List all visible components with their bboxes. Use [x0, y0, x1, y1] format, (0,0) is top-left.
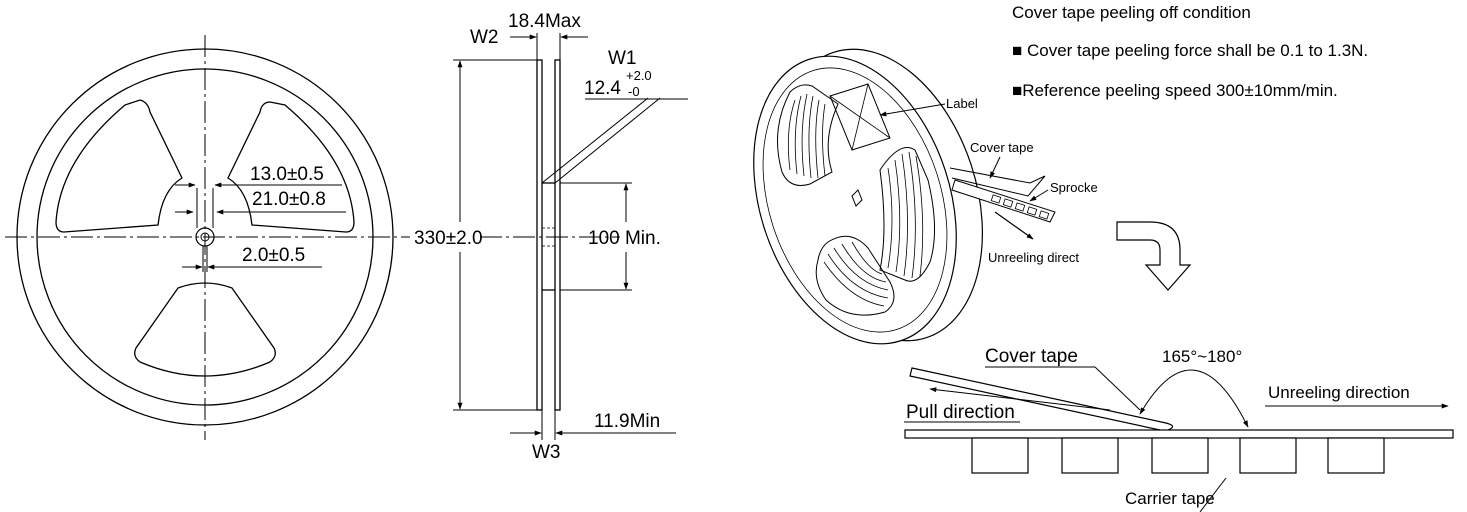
bent-arrow: [1116, 221, 1192, 291]
reel-3d-sprocket-text: Sprocke: [1050, 180, 1098, 195]
reel-3d-window-top: [777, 84, 839, 186]
hub-width-dimension: 13.0±0.5: [250, 164, 324, 185]
reel-3d-pockets: [990, 194, 1050, 220]
reel-3d-front-face: [753, 55, 957, 345]
arbor-hole: [195, 227, 215, 247]
sprocket-leader: [1029, 189, 1049, 202]
peeling-note-speed: ■Reference peeling speed 300±10mm/min.: [1012, 81, 1338, 100]
key-width-dimension: 2.0±0.5: [242, 245, 305, 266]
side-view: W2 18.4Max W1 12.4 +2.0 -0 330±2.0 100 M…: [414, 11, 688, 463]
flange-right: [554, 59, 561, 411]
carrier-pockets: [971, 437, 1385, 474]
tape-section: Cover tape Pull direction 165°~180° Unre…: [904, 346, 1454, 512]
reel-inner-edge: [36, 68, 374, 406]
w1-ext-left: [541, 97, 649, 184]
w2-label: W2: [470, 27, 499, 48]
w1-tolerance-minus: -0: [628, 84, 640, 99]
w2-value: 18.4Max: [508, 11, 581, 32]
arbor-diameter-dimension: 21.0±0.8: [252, 189, 326, 210]
reel-outer-edge: [16, 48, 394, 426]
flange-left: [536, 59, 543, 411]
cover-tape-text: Cover tape: [985, 346, 1078, 367]
peeling-note-force: ■ Cover tape peeling force shall be 0.1 …: [1012, 41, 1368, 60]
front-view: 13.0±0.5 21.0±0.8 2.0±0.5: [5, 35, 410, 440]
window-right: [227, 101, 355, 233]
peeling-heading: Cover tape peeling off condition: [1012, 3, 1251, 22]
reel-3d: Label Cover tape Sprocke Unreeling direc…: [753, 48, 1098, 345]
pull-arrow: [929, 387, 1111, 411]
reel-3d-cover-tape-text: Cover tape: [970, 140, 1034, 155]
unreel-arrow-3d: [994, 211, 1034, 240]
reel-3d-label-text: Label: [946, 96, 978, 111]
pull-direction-text: Pull direction: [906, 402, 1015, 423]
reel-3d-label-cross: [829, 83, 891, 151]
reel-diameter-dimension: 330±2.0: [414, 228, 483, 249]
w1-label: W1: [608, 48, 637, 69]
carrier-tape-base: [904, 429, 1454, 439]
reel-3d-inner-rim: [762, 67, 948, 333]
w3-label: W3: [532, 442, 561, 463]
cover-tape-leader-2: [1094, 366, 1141, 411]
window-bottom: [134, 282, 276, 377]
hub-diameter-dimension: 100 Min.: [588, 228, 661, 249]
carrier-tape-text: Carrier tape: [1125, 489, 1215, 508]
w1-value: 12.4: [584, 78, 621, 99]
reel-3d-carrier-strip: [951, 179, 1056, 223]
window-left: [55, 99, 183, 233]
peel-angle-text: 165°~180°: [1162, 347, 1242, 366]
label-leader: [879, 103, 946, 117]
peeling-conditions: Cover tape peeling off condition ■ Cover…: [1012, 3, 1368, 100]
w3-value: 11.9Min: [594, 411, 660, 432]
unreeling-direction-text: Unreeling direction: [1268, 383, 1410, 402]
reel-3d-hub-mark: [851, 189, 863, 207]
reel-3d-window-right: [879, 147, 935, 282]
w1-ext-right: [554, 97, 661, 184]
cover-tape-leader: [989, 156, 1001, 179]
reel-3d-unreeling-text: Unreeling direct: [988, 250, 1079, 265]
w1-tolerance-plus: +2.0: [626, 68, 652, 83]
arbor-hole-inner: [200, 232, 210, 242]
reel-3d-window-bottom: [815, 235, 895, 316]
angle-arc: [1139, 369, 1249, 428]
carrier-leader: [1199, 477, 1227, 512]
reel-3d-cover-tape: [949, 167, 1046, 197]
